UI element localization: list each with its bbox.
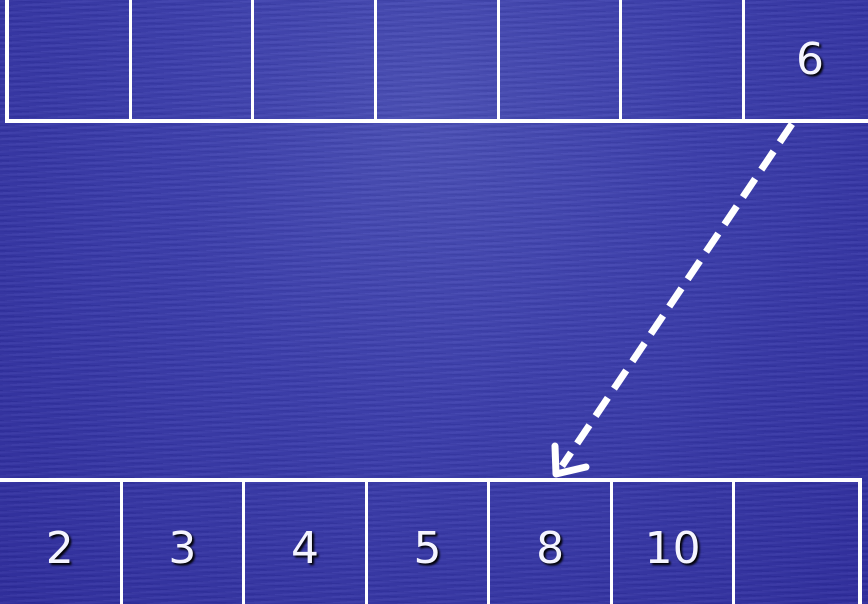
top-cell-0 bbox=[9, 0, 132, 119]
bottom-cell-3: 5 bbox=[368, 482, 491, 604]
bottom-cell-5: 10 bbox=[613, 482, 736, 604]
top-array: 6 bbox=[5, 0, 868, 123]
bottom-cell-0: 2 bbox=[0, 482, 123, 604]
arrow-head-icon bbox=[551, 442, 590, 478]
top-cell-1 bbox=[132, 0, 255, 119]
bottom-cell-4: 8 bbox=[490, 482, 613, 604]
top-cell-6: 6 bbox=[796, 34, 825, 85]
top-cell-2 bbox=[254, 0, 378, 119]
top-cell-5 bbox=[622, 0, 746, 119]
bottom-cell-2: 4 bbox=[245, 482, 368, 604]
bottom-cell-1: 3 bbox=[123, 482, 246, 604]
bottom-array: 2 3 4 5 8 10 bbox=[0, 478, 862, 604]
arrow-shaft bbox=[559, 122, 795, 468]
top-cell-4 bbox=[500, 0, 623, 119]
top-cell-3 bbox=[377, 0, 500, 119]
bottom-cell-6 bbox=[735, 482, 858, 604]
